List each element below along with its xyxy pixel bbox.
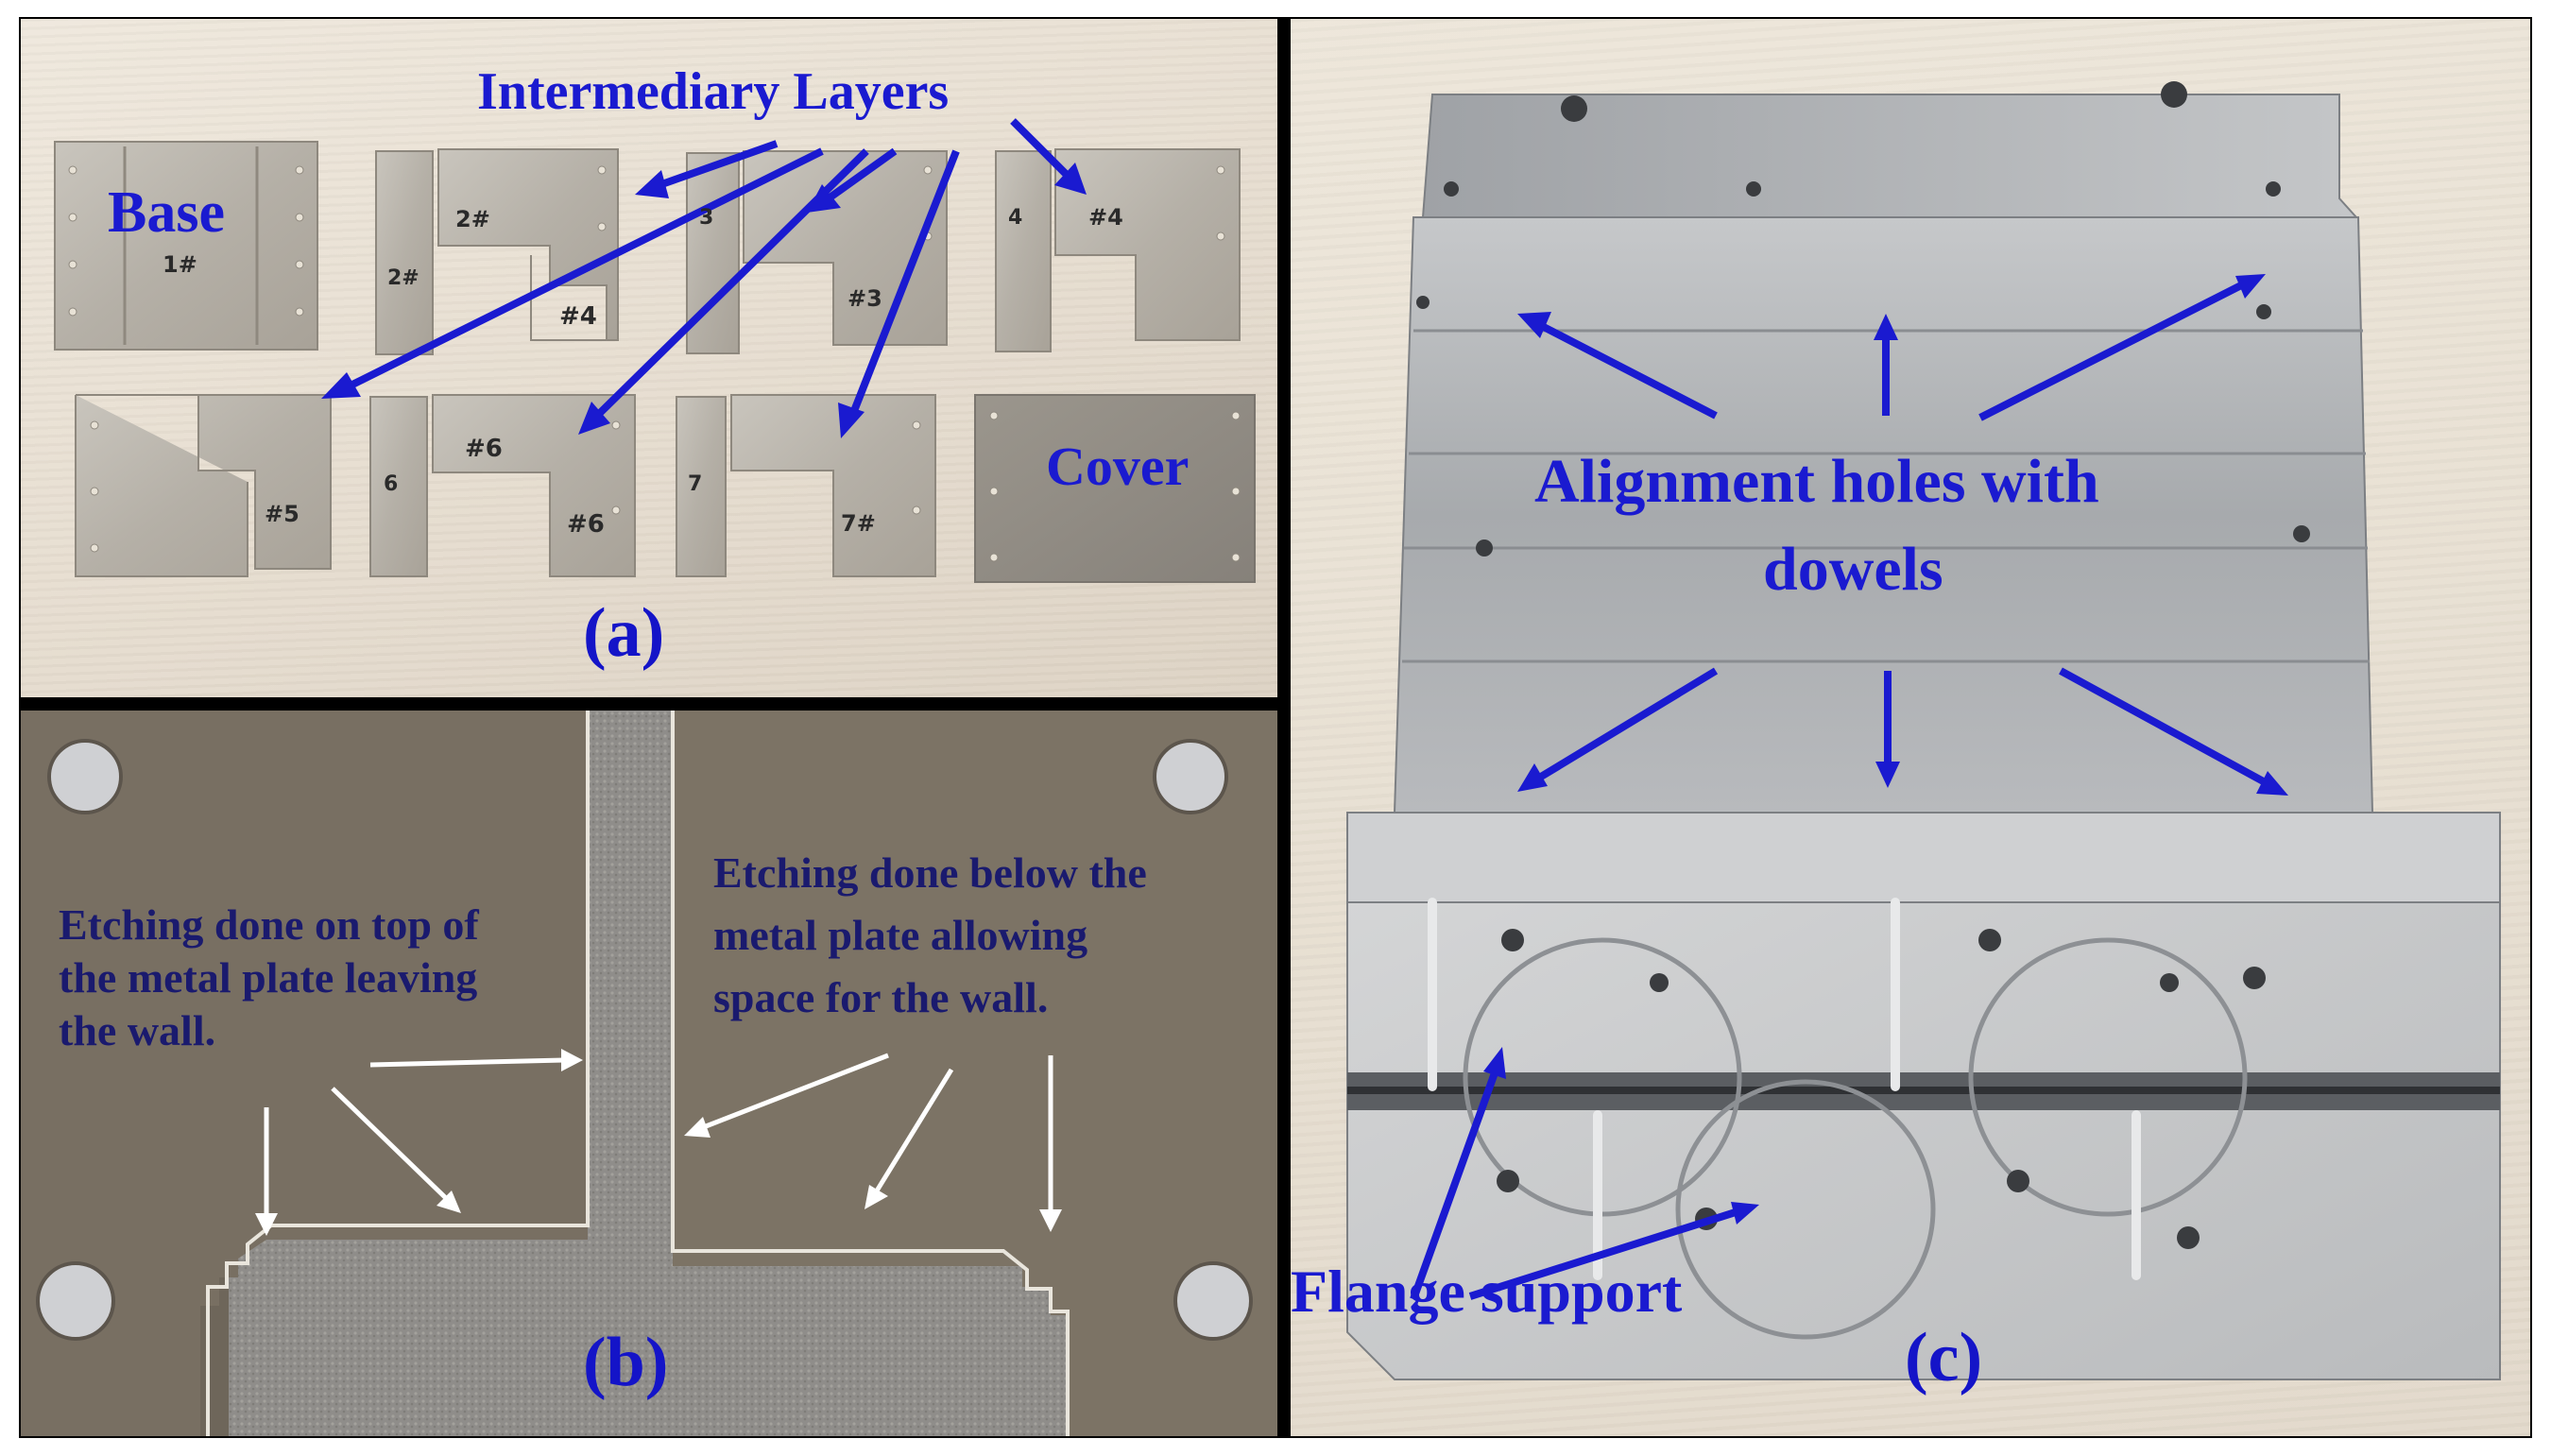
panel-a-arrows <box>321 118 1087 438</box>
label-cover: Cover <box>1046 436 1190 497</box>
plate-mark: #3 <box>847 285 882 312</box>
text-etch-below-3: space for the wall. <box>713 973 1049 1021</box>
text-etch-top-2: the metal plate leaving <box>59 953 478 1002</box>
divider-vertical <box>1277 19 1291 1436</box>
label-alignment-holes: Alignment holes with <box>1534 447 2099 516</box>
panel-label-a: (a) <box>583 594 665 672</box>
plate-7-strip <box>676 396 727 577</box>
text-etch-below-2: metal plate allowing <box>713 911 1088 959</box>
plate-5 <box>75 394 332 577</box>
plate-7-main <box>730 394 936 577</box>
plate-mark: #4 <box>559 302 597 331</box>
plate-4-main <box>1054 148 1241 341</box>
plate-mark: 6 <box>384 472 399 496</box>
panel-a-plates <box>54 118 1256 583</box>
text-etch-below-1: Etching done below the <box>713 848 1147 897</box>
plate-mark: 7# <box>841 510 876 537</box>
plate-mark: #5 <box>265 501 300 527</box>
plate-left-top <box>21 711 588 1436</box>
divider-horizontal <box>21 697 1277 711</box>
panel-label-b: (b) <box>583 1324 669 1401</box>
text-etch-top-3: the wall. <box>59 1006 216 1054</box>
panel-b-closeup <box>21 711 1277 1436</box>
wall-outline <box>206 711 1070 1436</box>
plate-2-strip <box>375 150 434 355</box>
plate-4-strip <box>995 150 1052 352</box>
plate-6-strip <box>369 396 428 577</box>
label-intermediary-layers: Intermediary Layers <box>477 62 950 121</box>
plate-right-top <box>673 711 1277 1436</box>
plate-mark: 4 <box>1008 206 1023 230</box>
plate-mark: 1# <box>163 251 197 278</box>
panel-b-photo: Etching done on top of the metal plate l… <box>21 711 1277 1436</box>
plate-6-main <box>432 394 636 577</box>
label-base: Base <box>108 180 225 245</box>
panel-c-photo: Alignment holes with dowels Flange suppo… <box>1291 19 2530 1436</box>
plate-mark: #6 <box>465 435 503 463</box>
plate-mark: 2# <box>455 206 490 232</box>
panel-label-c: (c) <box>1905 1319 1983 1396</box>
plate-cover <box>974 394 1256 583</box>
plate-mark: 7 <box>688 472 703 496</box>
label-flange-support: Flange support <box>1291 1258 1683 1325</box>
plate-mark: 2# <box>387 266 419 290</box>
plate-mark: #6 <box>567 510 605 539</box>
plate-base <box>54 141 318 351</box>
panel-c-fixture <box>1346 81 2501 1380</box>
label-dowels: dowels <box>1763 535 1943 604</box>
panel-c-arrows <box>1410 274 2288 1301</box>
panel-a-photo: 1# 2# 2# #4 3 #3 4 #4 #5 6 #6 #6 7 7# In… <box>21 19 1277 697</box>
panel-b-arrows <box>255 1049 1062 1236</box>
plate-mark: 3 <box>699 206 714 230</box>
text-etch-top-1: Etching done on top of <box>59 900 479 949</box>
plate-mark: #4 <box>1088 204 1123 231</box>
